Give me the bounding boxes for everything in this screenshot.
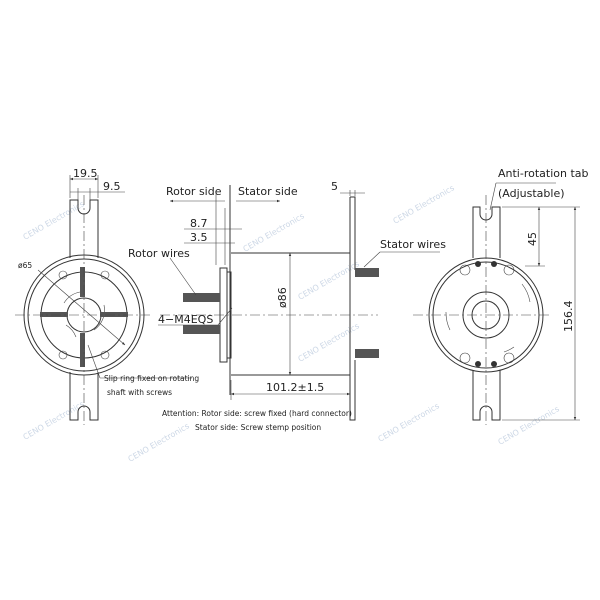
dim-tab-width: 19.5 [73, 167, 98, 180]
side-view [158, 185, 440, 421]
adjustable-label: (Adjustable) [498, 187, 565, 200]
dim-body-diameter: ø86 [276, 287, 289, 308]
attention-note: Attention: Rotor side: screw fixed (hard… [162, 409, 352, 418]
watermark: CENO Electronics [297, 321, 361, 363]
slip-ring-note-1: Slip ring fixed on rotating [104, 374, 199, 383]
dim-rotor-offset-2: 3.5 [190, 231, 208, 244]
dim-inner-diameter: ø65 [18, 261, 32, 270]
watermark: CENO Electronics [497, 404, 561, 446]
watermark: CENO Electronics [22, 399, 86, 441]
watermark: CENO Electronics [297, 259, 361, 301]
dim-flange-thickness: 5 [331, 180, 338, 193]
dim-overall-height: 156.4 [562, 301, 575, 333]
dim-rotor-offset-1: 8.7 [190, 217, 208, 230]
rotor-side-label: Rotor side [166, 185, 222, 198]
watermark: CENO Electronics [377, 401, 441, 443]
watermark: CENO Electronics [242, 211, 306, 253]
watermarks: CENO Electronics CENO Electronics CENO E… [22, 183, 561, 463]
dim-slot-width: 9.5 [103, 180, 121, 193]
stator-side-label: Stator side [238, 185, 298, 198]
watermark: CENO Electronics [22, 199, 86, 241]
rotor-wires-label: Rotor wires [128, 247, 190, 260]
slip-ring-note-2: shaft with screws [107, 388, 172, 397]
dim-tab-height: 45 [526, 232, 539, 246]
dim-length: 101.2±1.5 [266, 381, 324, 394]
anti-rotation-tab-label: Anti-rotation tab [498, 167, 589, 180]
rotor-side-view [15, 175, 192, 425]
watermark: CENO Electronics [392, 183, 456, 225]
screws-label: 4−M4EQS [158, 313, 213, 326]
watermark: CENO Electronics [127, 421, 191, 463]
stator-side-view [413, 182, 580, 425]
stator-wires-label: Stator wires [380, 238, 446, 251]
stator-note: Stator side: Screw stemp position [195, 423, 321, 432]
